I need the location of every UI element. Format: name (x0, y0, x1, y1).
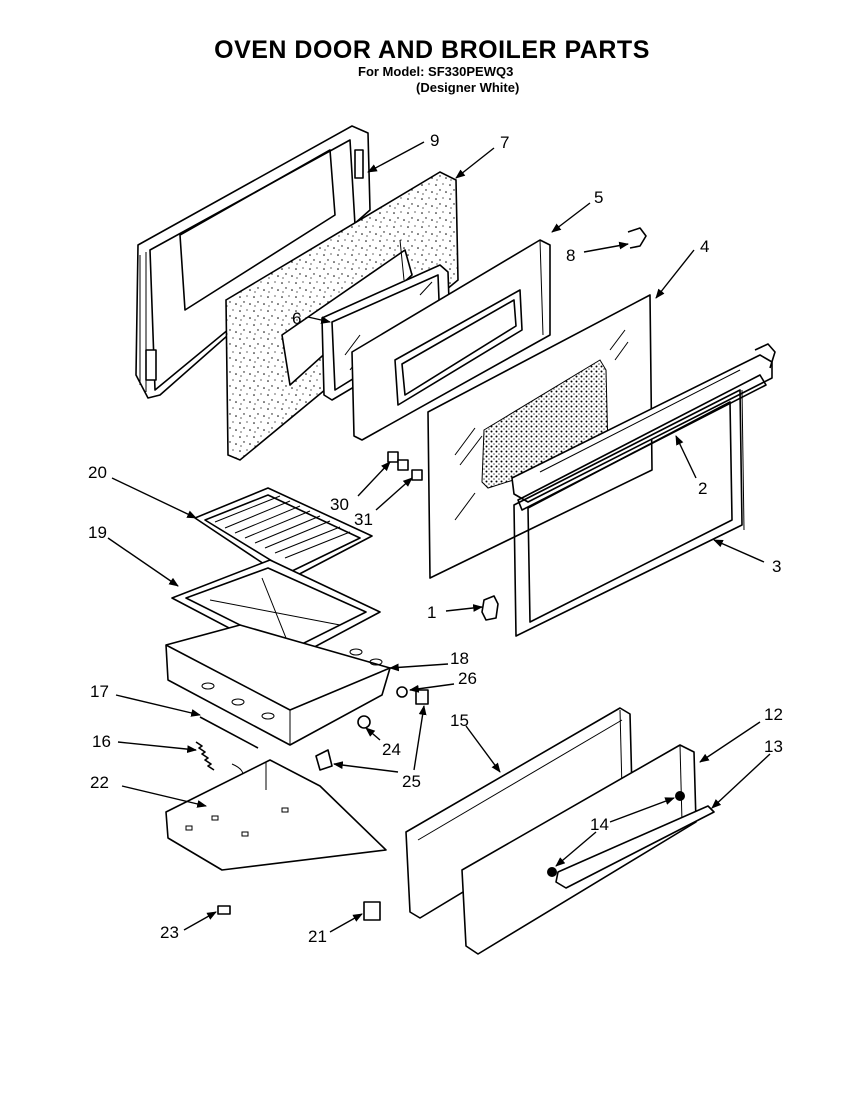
callout-7: 7 (500, 133, 509, 152)
callout-24: 24 (382, 740, 401, 759)
callout-5: 5 (594, 188, 603, 207)
part-30-clip (387, 451, 409, 471)
part-18-broiler-drawer (165, 624, 391, 746)
callout-4: 4 (700, 237, 709, 256)
callout-8: 8 (566, 246, 575, 265)
callout-6: 6 (292, 309, 301, 328)
part-22-drawer-bottom (165, 759, 387, 871)
part-17-rod (199, 716, 259, 749)
leader-lines (107, 141, 771, 933)
color-line: (Designer White) (416, 80, 520, 95)
callout-9: 9 (430, 131, 439, 150)
part-21-bracket (363, 901, 381, 921)
part-1-hinge-receptacle (481, 595, 499, 621)
part-26-roller (396, 686, 429, 705)
callout-22: 22 (90, 773, 109, 792)
callout-30: 30 (330, 495, 349, 514)
callout-31: 31 (354, 510, 373, 529)
callout-13: 13 (764, 737, 783, 756)
callout-18: 18 (450, 649, 469, 668)
part-20-broiler-grid (194, 487, 373, 581)
callout-23: 23 (160, 923, 179, 942)
part-14-screws (547, 791, 685, 877)
part-3-door-frame (513, 389, 745, 637)
callout-labels: 9 7 5 8 4 6 2 3 20 30 31 19 1 18 26 17 2… (88, 131, 783, 946)
callout-1: 1 (427, 603, 436, 622)
part-31-clip (411, 469, 423, 481)
part-8-clip (627, 227, 647, 249)
part-16-spring (195, 741, 244, 779)
callout-25: 25 (402, 772, 421, 791)
part-24-roller (357, 715, 371, 729)
callout-19: 19 (88, 523, 107, 542)
part-5-inner-door-panel (351, 239, 551, 441)
callout-14: 14 (590, 815, 609, 834)
callout-21: 21 (308, 927, 327, 946)
page-title: OVEN DOOR AND BROILER PARTS (214, 36, 650, 64)
callout-16: 16 (92, 732, 111, 751)
callout-3: 3 (772, 557, 781, 576)
callout-20: 20 (88, 463, 107, 482)
model-line: For Model: SF330PEWQ3 (358, 64, 514, 79)
callout-15: 15 (450, 711, 469, 730)
callout-12: 12 (764, 705, 783, 724)
part-13-drawer-handle (555, 805, 715, 889)
callout-26: 26 (458, 669, 477, 688)
callout-2: 2 (698, 479, 707, 498)
part-2-door-frame-top (511, 343, 776, 511)
callout-17: 17 (90, 682, 109, 701)
part-23-screw (217, 905, 231, 915)
part-25-bracket (315, 749, 333, 771)
